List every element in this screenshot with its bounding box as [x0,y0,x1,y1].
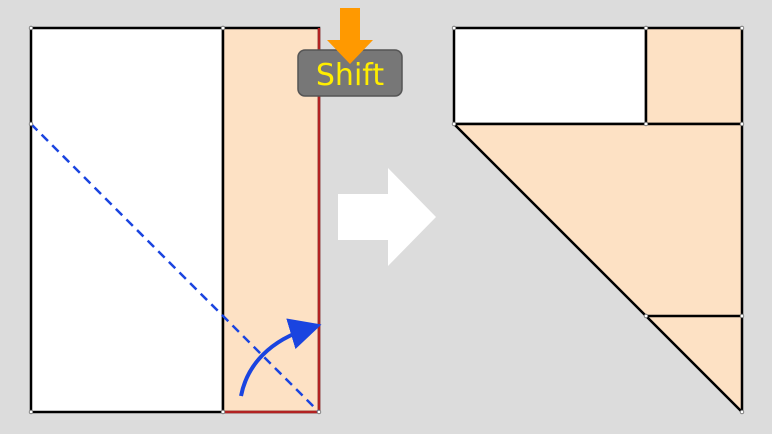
shift-key-label: Shift [316,58,384,93]
before-fold-panel [28,25,322,415]
curved-arrow-icon [239,318,322,397]
right-arrow-icon [338,168,436,266]
after-fold-panel [451,25,745,415]
folded-triangle [452,122,744,414]
down-arrow-icon [327,8,373,64]
tinted-top-corner [644,26,744,126]
shift-key-hint: Shift [297,8,403,97]
white-top-section [452,26,648,126]
fold-line [30,123,320,413]
